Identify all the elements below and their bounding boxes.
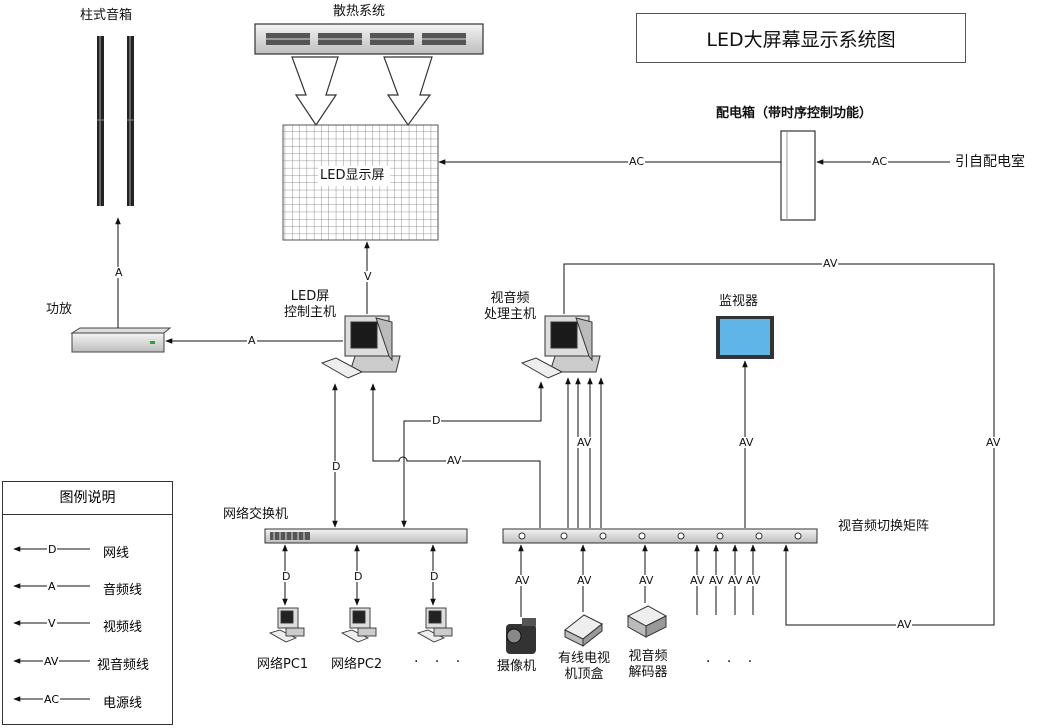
edge-label-d-pc3: D bbox=[429, 570, 440, 583]
led-control-host-label: LED屏 控制主机 bbox=[283, 289, 336, 320]
edge-label-a-amplifier: A bbox=[247, 334, 257, 347]
monitor bbox=[716, 316, 774, 359]
av-processing-host bbox=[520, 315, 601, 379]
edge-label-av-ledhost: AV bbox=[446, 454, 463, 467]
edge-label-av-monitor: AV bbox=[738, 436, 755, 449]
legend: 图例说明 D 网线 A 音频线 V 视频线 AV 视音频线 AC 电源线 bbox=[2, 481, 173, 725]
diagram-title: LED大屏幕显示系统图 bbox=[636, 13, 966, 63]
legend-code: D bbox=[47, 543, 58, 556]
led-screen bbox=[282, 124, 439, 241]
amplifier bbox=[70, 327, 172, 353]
edge-label-av-bottom: AV bbox=[896, 618, 913, 631]
amplifier-label: 功放 bbox=[46, 302, 73, 317]
mains-label: 引自配电室 bbox=[955, 154, 1025, 170]
legend-code: V bbox=[47, 617, 57, 630]
legend-name: 视音频线 bbox=[97, 658, 150, 673]
switch-label: 网络交换机 bbox=[223, 507, 289, 522]
edge-label-av-settop: AV bbox=[576, 574, 593, 587]
led-control-host bbox=[320, 315, 401, 379]
legend-item-v: V 视频线 bbox=[3, 614, 172, 635]
legend-item-av: AV 视音频线 bbox=[3, 652, 172, 673]
settop-label: 有线电视 机顶盒 bbox=[557, 651, 610, 682]
legend-item-ac: AC 电源线 bbox=[3, 690, 172, 711]
edge-label-av-decoder: AV bbox=[638, 574, 655, 587]
cooling-label: 散热系统 bbox=[333, 4, 386, 19]
edge-label-d-ledhost: D bbox=[331, 460, 342, 473]
legend-code: A bbox=[47, 580, 57, 593]
decoder-label: 视音频 解码器 bbox=[628, 649, 668, 680]
edge-label-d-pc1: D bbox=[281, 570, 292, 583]
legend-name: 音频线 bbox=[103, 583, 143, 598]
edge-label-av-right: AV bbox=[985, 436, 1002, 449]
legend-code: AC bbox=[43, 693, 61, 706]
edge-label-av-top: AV bbox=[822, 257, 839, 270]
legend-item-d: D 网线 bbox=[3, 540, 172, 561]
legend-name: 视频线 bbox=[103, 620, 143, 635]
matrix-label: 视音频切换矩阵 bbox=[838, 519, 930, 534]
power-box bbox=[780, 130, 816, 221]
source-more-dots: · · · bbox=[706, 654, 759, 670]
camera-device bbox=[506, 618, 536, 654]
edge-label-av-camera: AV bbox=[514, 574, 531, 587]
led-screen-label: LED显示屏 bbox=[320, 168, 385, 183]
column-speakers-label: 柱式音箱 bbox=[80, 8, 133, 23]
pc2-label: 网络PC2 bbox=[331, 657, 383, 672]
edge-label-a-speaker: A bbox=[114, 266, 124, 279]
airflow-arrows bbox=[291, 56, 433, 127]
network-pc-icons bbox=[268, 607, 453, 643]
edge-label-av-avhost: AV bbox=[576, 436, 593, 449]
edge-label-av-src1: AV bbox=[689, 574, 706, 587]
legend-title: 图例说明 bbox=[3, 482, 172, 515]
edge-label-v-screen: V bbox=[363, 270, 373, 283]
legend-code: AV bbox=[43, 655, 60, 668]
edge-label-ac-screen: AC bbox=[628, 155, 646, 168]
legend-name: 网线 bbox=[103, 546, 130, 561]
power-box-label: 配电箱（带时序控制功能） bbox=[716, 106, 873, 121]
monitor-label: 监视器 bbox=[719, 294, 759, 309]
edge-label-av-src2: AV bbox=[708, 574, 725, 587]
column-speakers bbox=[97, 36, 134, 206]
legend-name: 电源线 bbox=[103, 696, 143, 711]
edge-label-d-avhost: D bbox=[431, 414, 442, 427]
av-host-label: 视音频 处理主机 bbox=[483, 291, 536, 322]
pc-more-dots: · · · bbox=[414, 654, 467, 670]
network-switch bbox=[264, 528, 468, 544]
legend-item-a: A 音频线 bbox=[3, 577, 172, 598]
pc1-label: 网络PC1 bbox=[257, 657, 309, 672]
edge-label-av-src3: AV bbox=[727, 574, 744, 587]
cooling-unit bbox=[254, 23, 484, 55]
decoder-device bbox=[626, 605, 668, 638]
edge-label-ac-mains: AC bbox=[871, 155, 889, 168]
settop-box bbox=[564, 614, 603, 648]
edge-label-d-pc2: D bbox=[353, 570, 364, 583]
av-matrix bbox=[502, 528, 818, 544]
edge-label-av-src4: AV bbox=[745, 574, 762, 587]
camera-label: 摄像机 bbox=[497, 659, 537, 674]
